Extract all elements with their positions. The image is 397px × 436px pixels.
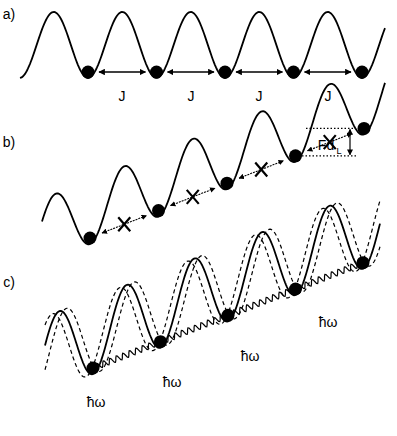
- tunneling-label: J: [188, 89, 195, 103]
- energy-offset-label: Fd: [318, 138, 334, 152]
- blocked-tunneling: [102, 216, 147, 233]
- energy-offset-arrow: [349, 129, 350, 154]
- atom-dot: [154, 335, 167, 348]
- panel-letter: b): [3, 135, 15, 149]
- subscript-label: L: [336, 147, 341, 156]
- photon-energy-label: ħω: [163, 375, 182, 389]
- atom-dot: [289, 149, 302, 162]
- atom-dot: [289, 283, 302, 296]
- atom-dot: [87, 362, 100, 375]
- photon-energy-label: ħω: [241, 349, 260, 363]
- photon-wavy-line: [93, 262, 363, 370]
- tunneling-arrow: [305, 71, 352, 72]
- energy-level-line: [306, 128, 356, 129]
- atom-dot: [357, 256, 370, 269]
- tunneling-label: J: [119, 89, 126, 103]
- atom-dot: [222, 309, 235, 322]
- atom-dot: [356, 66, 369, 79]
- lattice-potential: [20, 12, 385, 78]
- tunneling-arrow: [236, 71, 283, 72]
- atom-dot: [82, 66, 95, 79]
- panel-letter: a): [3, 7, 15, 21]
- tilted-potential: [45, 206, 380, 375]
- cross-mark: [255, 163, 267, 177]
- tunneling-label: J: [256, 89, 263, 103]
- tilted-potential: [42, 83, 385, 244]
- blocked-tunneling: [171, 188, 216, 205]
- modulated-potential: [45, 203, 380, 372]
- tunneling-arrow: [168, 71, 215, 72]
- energy-level-line: [302, 155, 356, 156]
- atom-dot: [84, 232, 97, 245]
- atom-dot: [152, 204, 165, 217]
- panel-letter: c): [3, 275, 15, 289]
- atom-dot: [219, 66, 232, 79]
- atom-dot: [221, 177, 234, 190]
- modulated-potential: [45, 201, 380, 377]
- photon-energy-label: ħω: [87, 395, 106, 409]
- cross-mark: [187, 190, 199, 204]
- cross-mark: [118, 217, 130, 231]
- tunneling-label: J: [325, 89, 332, 103]
- atom-dot: [287, 66, 300, 79]
- atom-dot: [150, 66, 163, 79]
- atom-dot: [358, 122, 371, 135]
- tunneling-arrow: [99, 71, 146, 72]
- blocked-tunneling: [239, 161, 284, 178]
- photon-energy-label: ħω: [319, 315, 338, 329]
